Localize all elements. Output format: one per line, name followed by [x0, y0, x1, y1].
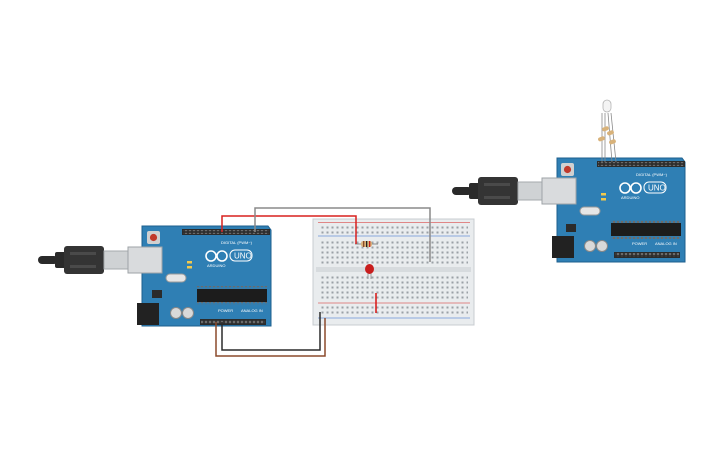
- capacitor: [596, 240, 608, 252]
- tx-led-icon: [187, 261, 192, 264]
- wire-red[interactable]: [221, 215, 357, 244]
- rx-led-icon: [601, 198, 606, 201]
- crystal: [165, 273, 187, 283]
- center-channel: [316, 267, 471, 272]
- breadboard[interactable]: [312, 218, 475, 326]
- model-label: UNO: [648, 184, 666, 193]
- rgb-led-icon[interactable]: [601, 99, 617, 163]
- crystal: [579, 206, 601, 216]
- rx-led-icon: [187, 266, 192, 269]
- usb-plug-icon: [469, 177, 518, 205]
- tx-led-icon: [601, 193, 606, 196]
- power-jack: [137, 303, 159, 325]
- usb-cable-right[interactable]: [452, 177, 553, 205]
- analog-label: ANALOG IN: [655, 241, 677, 246]
- terminal-strip-upper: [320, 240, 468, 265]
- usb-plug-icon: [55, 246, 104, 274]
- usb-b-port: [127, 246, 163, 274]
- power-label: POWER: [218, 308, 233, 313]
- power-rail-top: [320, 224, 468, 234]
- atmega-chip: [197, 289, 267, 302]
- arduino-uno-right[interactable]: DIGITAL (PWM~) ARDUINO UNO POWER ANALOG …: [541, 157, 686, 263]
- power-label: POWER: [632, 241, 647, 246]
- wire-brown[interactable]: [215, 318, 326, 357]
- capacitor: [170, 307, 182, 319]
- power-jack: [552, 236, 574, 258]
- wire-black[interactable]: [221, 312, 321, 351]
- arduino-logo-icon: [619, 182, 642, 194]
- usb-b-port: [541, 177, 577, 205]
- reset-button-cap: [563, 165, 572, 174]
- usb-cable-wire: [452, 187, 472, 195]
- capacitor: [584, 240, 596, 252]
- arduino-uno-left[interactable]: DIGITAL (PWM~) ARDUINO UNO POWER ANALOG …: [127, 225, 272, 327]
- atmega-chip: [611, 223, 681, 236]
- icsp-header: [566, 224, 576, 232]
- reset-button-cap: [149, 233, 158, 242]
- led-icon[interactable]: [365, 264, 374, 279]
- usb-cable-wire: [38, 256, 58, 264]
- arduino-logo-icon: [205, 250, 228, 262]
- model-label: UNO: [234, 252, 252, 261]
- resistor-icon[interactable]: [355, 241, 378, 247]
- terminal-strip-lower: [320, 274, 468, 299]
- capacitor: [182, 307, 194, 319]
- wire-gray[interactable]: [254, 207, 431, 262]
- power-rail-bottom: [320, 305, 468, 315]
- brand-label: ARDUINO: [207, 263, 225, 268]
- digital-label: DIGITAL (PWM~): [221, 240, 253, 245]
- usb-cable-left[interactable]: [38, 246, 139, 274]
- brand-label: ARDUINO: [621, 195, 639, 200]
- resistor-icon[interactable]: [597, 126, 616, 145]
- analog-label: ANALOG IN: [241, 308, 263, 313]
- digital-label: DIGITAL (PWM~): [636, 172, 668, 177]
- icsp-header: [152, 290, 162, 298]
